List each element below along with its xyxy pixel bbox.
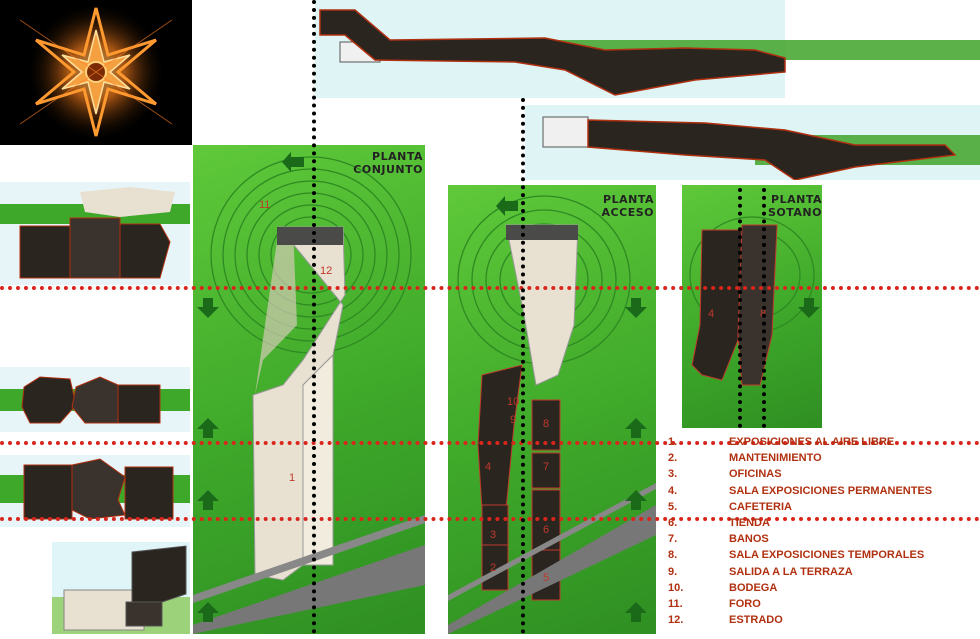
thumb-2-drawing [0,376,190,424]
legend-text: MANTENIMIENTO [729,452,822,465]
arrow-up-icon [625,602,647,622]
section-line-red [0,517,980,521]
legend-text: EXPOSICIONES AL AIRE LIBRE [729,436,895,448]
plan-conjunto-title-line2: CONJUNTO [353,163,423,176]
plan-acceso-title-line2: ACCESO [601,206,654,219]
legend-num: 4. [668,484,678,497]
plan-sotano-title-line2: SOTANO [768,206,822,219]
plan-acceso-label-8: 8 [543,418,550,430]
plan-label-1: 1 [289,472,296,484]
legend-item: 5. CAFETERIA [668,501,968,517]
section-line-red [0,441,980,445]
legend-num: 1. [668,436,678,448]
thumb-3-drawing [0,458,190,520]
legend-num: 12. [668,614,684,627]
arrow-up-icon [625,418,647,438]
perspective-thumb-3 [0,455,190,527]
legend-text: OFICINAS [729,468,782,481]
legend-item: 3. OFICINAS [668,468,968,484]
legend-item: 2. MANTENIMIENTO [668,452,968,468]
arrow-left-icon [282,152,304,172]
legend-text: FORO [729,597,761,610]
plan-acceso-title: PLANTA ACCESO [602,193,654,219]
legend-text: TIENDA [729,516,770,529]
legend-item: 8. SALA EXPOSICIONES TEMPORALES [668,549,968,565]
legend-num: 5. [668,500,678,513]
legend-text: SALA EXPOSICIONES TEMPORALES [729,549,925,562]
section-line-red [0,286,980,290]
plan-sotano-drawing [689,216,815,386]
plan-sotano-title: PLANTA SOTANO [768,193,822,219]
elevation-top [315,0,980,98]
plan-conjunto-title-line1: PLANTA [372,150,423,163]
elevation-second-drawing [542,116,980,181]
legend-item: 1. EXPOSICIONES AL AIRE LIBRE [668,436,968,452]
arrow-down-icon [798,298,820,318]
legend-num: 3. [668,468,678,481]
legend-text: SALA EXPOSICIONES PERMANENTES [729,484,933,497]
legend-num: 2. [668,452,678,465]
thumb-4-drawing [52,545,190,634]
plan-acceso-label-2: 2 [490,562,497,574]
elevation-second [525,105,980,181]
section-line-black [738,188,742,428]
arrow-up-icon [625,490,647,510]
legend-text: ESTRADO [729,614,783,627]
legend-text: BANOS [729,533,769,546]
legend-num: 10. [668,581,684,594]
plan-conjunto-drawing [193,156,425,634]
fractal-star-image [0,0,192,145]
legend-item: 9. SALIDA A LA TERRAZA [668,566,968,582]
legend-item: 7. BANOS [668,533,968,549]
legend-text: CAFETERIA [729,500,792,513]
plan-sotano-label-4: 4 [708,308,715,320]
arrow-down-icon [197,298,219,318]
plan-acceso-label-5: 5 [543,572,550,584]
legend-item: 12. ESTRADO [668,614,968,630]
plan-acceso-label-6: 6 [543,524,550,536]
legend-item: 6. TIENDA [668,517,968,533]
plan-acceso-label-9: 9 [510,414,517,426]
perspective-thumb-1 [0,182,190,285]
legend-num: 11. [668,597,683,610]
elevation-top-drawing [319,9,980,96]
arrow-left-icon [496,196,518,216]
legend-num: 7. [668,533,678,546]
section-line-black [762,188,766,428]
plan-conjunto-panel: PLANTA CONJUNTO 11 12 1 [193,145,425,634]
arrow-up-icon [197,490,219,510]
thumb-1-drawing [0,187,190,279]
legend-text: BODEGA [729,581,778,594]
plan-acceso-drawing [448,195,656,634]
section-line-black [521,98,525,634]
plan-label-12: 12 [320,265,333,277]
legend-item: 4. SALA EXPOSICIONES PERMANENTES [668,485,968,501]
plan-label-11: 11 [259,199,271,211]
plan-acceso-panel: PLANTA ACCESO 10 9 8 4 7 3 6 2 5 [448,185,656,634]
plan-acceso-title-line1: PLANTA [603,193,654,206]
plan-acceso-label-4: 4 [485,461,492,473]
legend-item: 11. FORO [668,598,968,614]
plan-conjunto-title: PLANTA CONJUNTO [353,150,423,176]
plan-acceso-label-7: 7 [543,461,550,473]
legend-num: 8. [668,549,678,562]
legend-item: 10. BODEGA [668,582,968,598]
star-graphic [19,2,173,142]
arrow-up-icon [197,418,219,438]
plan-sotano-title-line1: PLANTA [771,193,822,206]
plan-sotano-panel: PLANTA SOTANO 4 8 [682,185,822,428]
plan-acceso-label-10: 10 [507,396,520,408]
legend-num: 9. [668,565,678,578]
legend-text: SALIDA A LA TERRAZA [729,565,853,578]
legend-num: 6. [668,516,678,529]
section-line-black [312,0,316,634]
plan-acceso-label-3: 3 [490,529,497,541]
perspective-thumb-2 [0,367,190,432]
arrow-down-icon [625,298,647,318]
perspective-thumb-4 [52,542,190,634]
legend: 1. EXPOSICIONES AL AIRE LIBRE 2. MANTENIMI… [668,436,968,630]
arrow-up-icon [197,602,219,622]
